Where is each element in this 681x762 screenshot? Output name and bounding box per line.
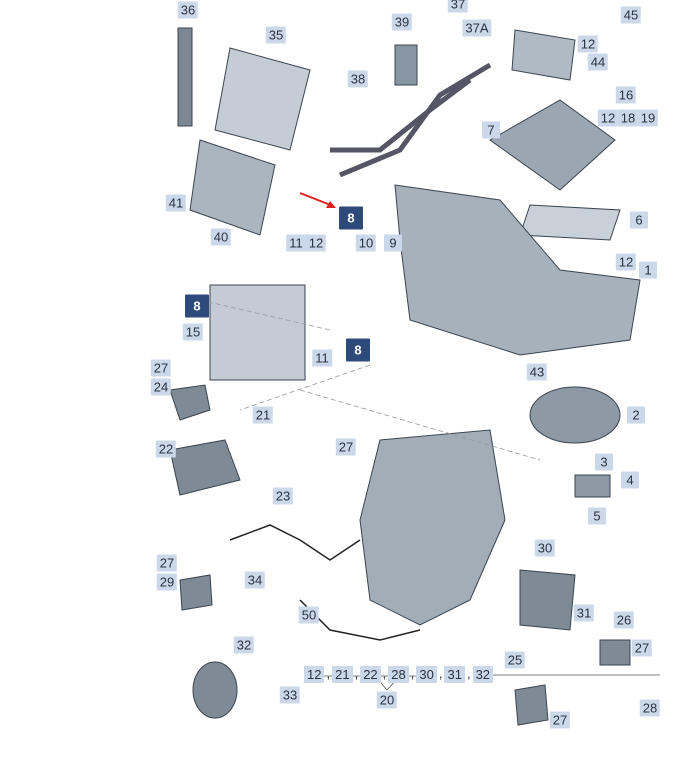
callout-8[interactable]: 8 (346, 338, 370, 362)
part-26 (599, 639, 631, 666)
callout-27[interactable]: 27 (631, 639, 653, 657)
part-30-actuator (519, 569, 576, 631)
part-15-evaporator (209, 284, 306, 381)
callout-30[interactable]: 30 (534, 539, 556, 557)
callout-21[interactable]: 21 (252, 406, 274, 424)
callout-8-highlight[interactable]: 8 (339, 206, 363, 230)
callout-43[interactable]: 43 (526, 363, 548, 381)
callout-37[interactable]: 37 (447, 0, 469, 13)
callout-26[interactable]: 26 (613, 611, 635, 629)
part-7-flap-housing (489, 99, 616, 191)
callout-18[interactable]: 18 (617, 109, 639, 127)
part-25-actuator (514, 684, 549, 726)
callout-41[interactable]: 41 (165, 194, 187, 212)
part-35-heater-core (214, 47, 311, 151)
callout-27[interactable]: 27 (335, 438, 357, 456)
seq-item[interactable]: 31 (444, 666, 465, 683)
callout-1[interactable]: 1 (639, 261, 657, 279)
callout-12[interactable]: 12 (597, 109, 619, 127)
callout-36[interactable]: 36 (177, 1, 199, 19)
callout-11[interactable]: 11 (312, 349, 332, 367)
callout-44[interactable]: 44 (587, 53, 609, 71)
callout-22[interactable]: 22 (155, 440, 177, 458)
callout-27[interactable]: 27 (549, 711, 571, 729)
callout-5[interactable]: 5 (588, 507, 606, 525)
part-29-actuator (179, 574, 213, 611)
callout-11[interactable]: 11 (286, 234, 306, 252)
part-12-flange (511, 29, 576, 81)
highlight-arrow (299, 192, 334, 207)
seq-item[interactable]: 21 (332, 666, 353, 683)
part-39 (394, 44, 418, 86)
seq-item[interactable]: 22 (360, 666, 381, 683)
part-1-main-housing (394, 184, 641, 356)
callout-40[interactable]: 40 (210, 228, 232, 246)
callout-20[interactable]: 20 (376, 691, 398, 709)
callout-35[interactable]: 35 (265, 26, 287, 44)
callout-15[interactable]: 15 (182, 323, 204, 341)
part-38-pipes (330, 78, 472, 153)
callout-8[interactable]: 8 (185, 294, 209, 318)
callout-32[interactable]: 32 (233, 636, 255, 654)
part-40-frame (189, 139, 276, 236)
callout-45[interactable]: 45 (620, 6, 642, 24)
callout-4[interactable]: 4 (621, 471, 639, 489)
callout-37a[interactable]: 37A (462, 19, 492, 37)
part-24-motor (169, 384, 211, 421)
callout-6[interactable]: 6 (630, 211, 648, 229)
callout-24[interactable]: 24 (150, 378, 172, 396)
callout-10[interactable]: 10 (355, 234, 377, 252)
callout-50[interactable]: 50 (298, 606, 320, 624)
callout-38[interactable]: 38 (347, 70, 369, 88)
callout-9[interactable]: 9 (384, 234, 402, 252)
callout-7[interactable]: 7 (482, 121, 500, 139)
part-4 (574, 474, 611, 498)
callout-27[interactable]: 27 (150, 359, 172, 377)
callout-12[interactable]: 12 (305, 234, 327, 252)
seq-item[interactable]: 32 (472, 666, 494, 683)
callout-3[interactable]: 3 (595, 453, 613, 471)
callout-23[interactable]: 23 (272, 487, 294, 505)
seq-item[interactable]: 30 (416, 666, 437, 683)
seq-item[interactable]: 12 (304, 666, 325, 683)
part-32-motor (192, 661, 238, 719)
part-6-filter (519, 204, 621, 241)
callout-33[interactable]: 33 (279, 686, 301, 704)
part-36-seal (177, 27, 193, 127)
part-20-distribution-housing (359, 429, 506, 626)
callout-39[interactable]: 39 (391, 13, 413, 31)
callout-12[interactable]: 12 (577, 35, 599, 53)
seq-item[interactable]: 28 (388, 666, 409, 683)
callout-29[interactable]: 29 (156, 573, 178, 591)
callout-31[interactable]: 31 (573, 604, 595, 622)
callout-12[interactable]: 12 (615, 253, 637, 271)
callout-sequence-20: 12, 21, 22, 28, 30, 31, 32 (304, 666, 494, 683)
part-2-blower (529, 386, 621, 444)
part-22-motor (169, 439, 241, 496)
callout-16[interactable]: 16 (615, 86, 637, 104)
callout-27[interactable]: 27 (156, 554, 178, 572)
callout-25[interactable]: 25 (504, 651, 526, 669)
callout-19[interactable]: 19 (637, 109, 659, 127)
callout-34[interactable]: 34 (244, 571, 266, 589)
callout-2[interactable]: 2 (627, 406, 645, 424)
callout-28[interactable]: 28 (639, 699, 661, 717)
